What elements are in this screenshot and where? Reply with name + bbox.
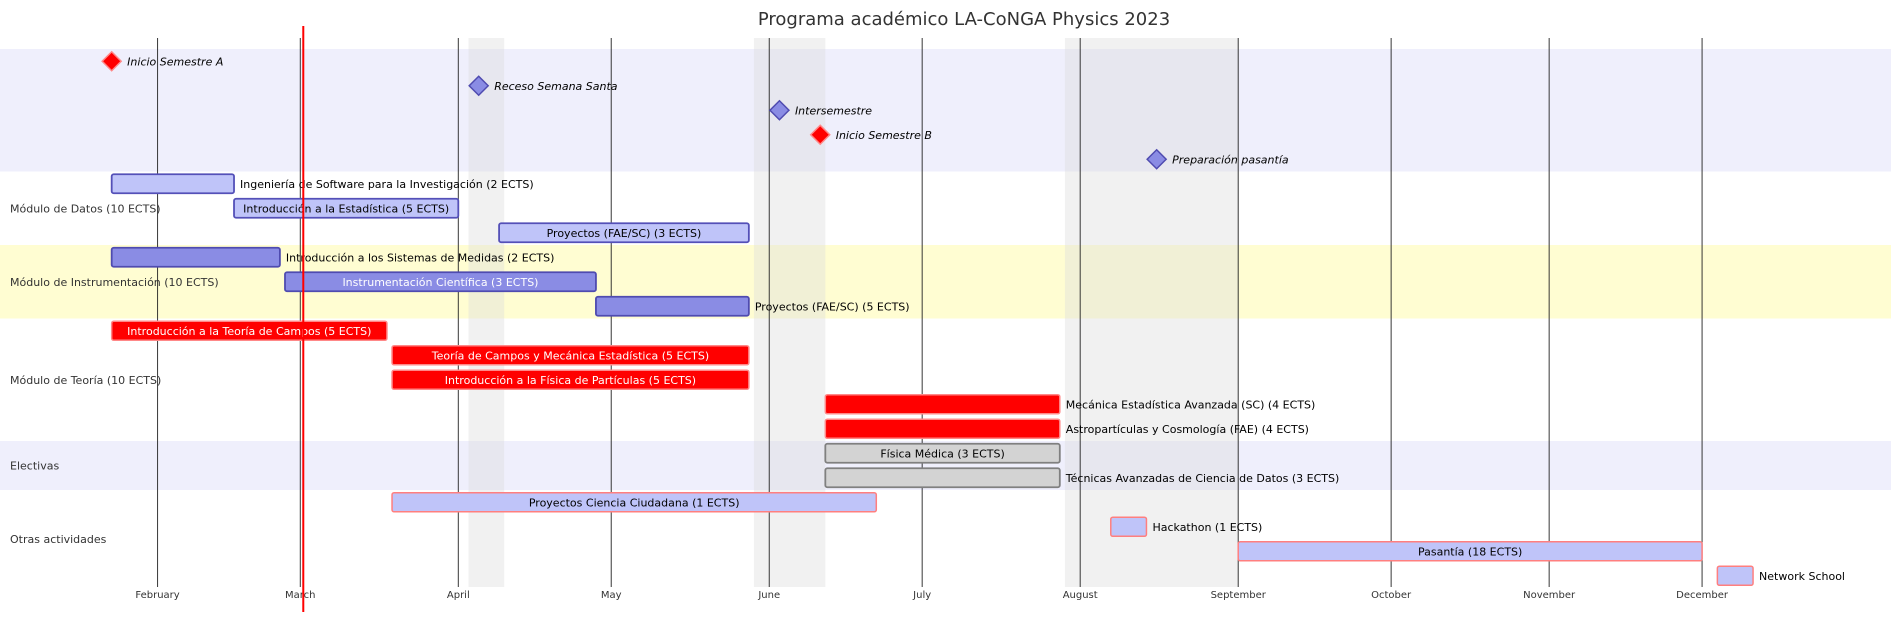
task-label: Instrumentación Científica (3 ECTS) (342, 276, 538, 289)
task-label: Ingeniería de Software para la Investiga… (240, 178, 534, 191)
x-tick-label: October (1371, 590, 1412, 601)
task-bar (498, 222, 750, 244)
milestone-label: Inicio Semestre A (127, 55, 223, 68)
task-bar (824, 467, 1061, 489)
task-bar (1110, 516, 1148, 537)
milestone-marker (468, 75, 490, 97)
task-bar (824, 442, 1061, 464)
x-axis-ticks: February March April May June July August Septe… (135, 590, 1728, 601)
task-label: Técnicas Avanzadas de Ciencia de Datos (… (1065, 472, 1339, 485)
milestone-marker (768, 99, 791, 121)
task-label: Network School (1759, 570, 1845, 583)
x-tick-label: August (1063, 590, 1098, 601)
x-tick-label: November (1523, 590, 1576, 601)
task-bar (233, 197, 460, 219)
task-bar (1716, 565, 1754, 586)
task-bar (110, 246, 281, 268)
section-band (0, 490, 1891, 588)
task-bar (391, 345, 750, 366)
task-bar (110, 320, 388, 341)
x-tick-label: April (447, 590, 470, 601)
section-label: Otras actividades (10, 533, 107, 546)
x-tick-label: May (601, 590, 622, 601)
task-label: Introducción a la Estadística (5 ECTS) (243, 202, 449, 215)
x-tick-label: February (135, 590, 179, 601)
task-bar (391, 492, 878, 513)
milestone-label: Receso Semana Santa (494, 80, 618, 93)
x-tick-label: September (1211, 590, 1267, 601)
section-label: Módulo de Datos (10 ECTS) (10, 202, 161, 215)
milestone-label: Intersemestre (795, 104, 872, 117)
x-tick-label: July (912, 590, 931, 601)
task-bar (595, 295, 750, 317)
task-label: Proyectos (FAE/SC) (3 ECTS) (547, 227, 702, 240)
task-bar (284, 271, 597, 293)
task-bar (824, 394, 1061, 415)
task-label: Introducción a los Sistemas de Medidas (… (286, 251, 555, 264)
task-bar (1237, 541, 1703, 562)
task-bar (824, 418, 1061, 439)
x-tick-label: December (1676, 590, 1729, 601)
task-label: Introducción a la Física de Partículas (… (445, 374, 696, 387)
task-label: Astropartículas y Cosmología (FAE) (4 EC… (1066, 423, 1309, 436)
task-label: Proyectos (FAE/SC) (5 ECTS) (755, 300, 910, 313)
task-label: Proyectos Ciencia Ciudadana (1 ECTS) (529, 496, 740, 509)
section-band (0, 245, 1891, 319)
milestone-marker (1146, 148, 1168, 170)
section-label: Electivas (10, 460, 59, 473)
section-band (0, 49, 1891, 172)
section-bands (0, 49, 1891, 588)
task-label: Teoría de Campos y Mecánica Estadística … (431, 349, 709, 362)
task-label: Mecánica Estadística Avanzada (SC) (4 EC… (1066, 398, 1316, 411)
task-label: Física Médica (3 ECTS) (880, 447, 1004, 460)
milestone-label: Inicio Semestre B (836, 129, 932, 142)
x-tick-label: June (757, 590, 780, 601)
milestone-label: Preparación pasantía (1172, 153, 1289, 166)
task-bar (110, 173, 235, 195)
task-label: Introducción a la Teoría de Campos (5 EC… (127, 325, 371, 338)
excluded-period (1064, 38, 1239, 587)
x-tick-label: March (285, 590, 315, 601)
task-label: Pasantía (18 ECTS) (1418, 545, 1522, 558)
milestone-marker (809, 124, 831, 146)
section-label: Módulo de Teoría (10 ECTS) (10, 374, 161, 387)
milestone-marker (101, 50, 123, 72)
task-label: Hackathon (1 ECTS) (1152, 521, 1262, 534)
chart-title: Programa académico LA-CoNGA Physics 2023 (758, 9, 1170, 30)
task-bar (391, 369, 750, 390)
task-bars: Inicio Semestre A Receso Semana SantaInte… (101, 50, 1845, 586)
section-labels: Módulo de Datos (10 ECTS) Módulo de Instr… (10, 202, 219, 546)
section-label: Módulo de Instrumentación (10 ECTS) (10, 276, 219, 289)
